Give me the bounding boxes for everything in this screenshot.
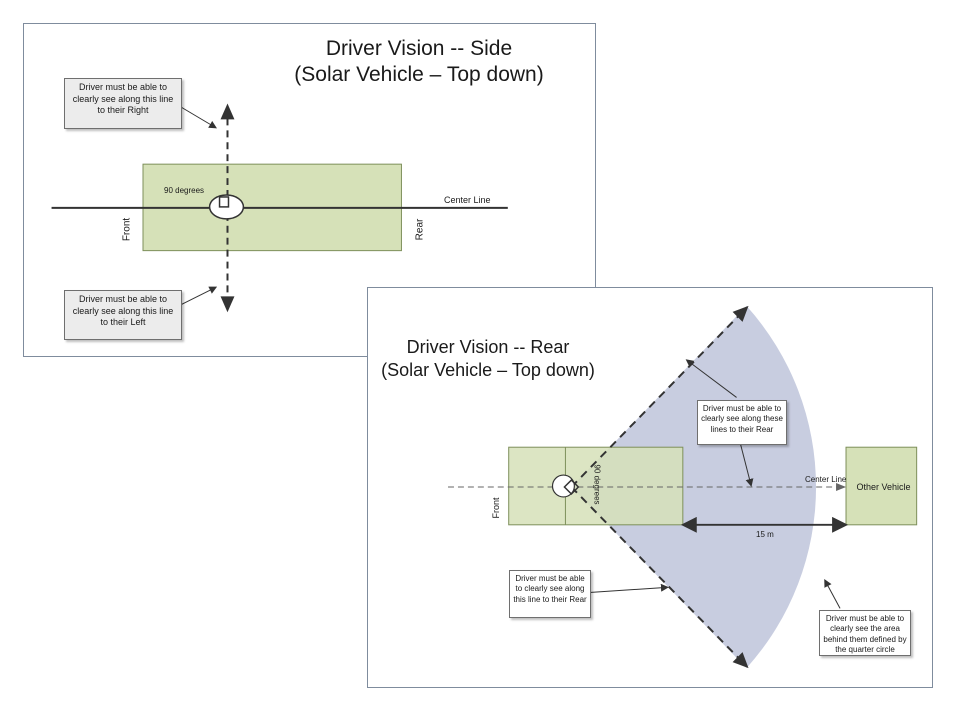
upper-arrow-head bbox=[732, 305, 749, 322]
rear-panel-title: Driver Vision -- Rear (Solar Vehicle – T… bbox=[368, 336, 608, 381]
side-rear-label: Rear bbox=[414, 218, 426, 241]
callout-rear-lines: Driver must be able to clearly see along… bbox=[697, 400, 787, 445]
side-panel-title: Driver Vision -- Side (Solar Vehicle – T… bbox=[254, 36, 584, 89]
lower-arrow-head bbox=[732, 652, 749, 669]
callout-left-visibility: Driver must be able to clearly see along… bbox=[64, 290, 182, 340]
side-center-line-label: Center Line bbox=[444, 195, 491, 205]
rear-title-line1: Driver Vision -- Rear bbox=[406, 337, 570, 357]
distance-label: 15 m bbox=[756, 530, 774, 539]
rear-angle-label: 90 degrees bbox=[592, 464, 602, 505]
angle-diamond bbox=[563, 478, 580, 496]
side-title-line1: Driver Vision -- Side bbox=[325, 37, 513, 60]
rear-vision-area bbox=[571, 305, 817, 669]
side-title-line2: (Solar Vehicle – Top down) bbox=[294, 63, 544, 87]
callout-circle-pointer bbox=[824, 579, 841, 609]
other-vehicle bbox=[845, 446, 918, 526]
side-front-label: Front bbox=[121, 217, 133, 242]
side-vision-diagram: Driver Vision -- Side (Solar Vehicle – T… bbox=[23, 23, 596, 357]
side-diagram-canvas bbox=[51, 103, 508, 313]
callout-right-pointer bbox=[181, 107, 217, 129]
callout-quarter-circle: Driver must be able to clearly see the a… bbox=[819, 610, 911, 656]
rear-center-line-label: Center Line bbox=[805, 475, 847, 484]
callout-lines-pointer-down bbox=[740, 444, 754, 487]
rear-front-label: Front bbox=[491, 497, 501, 519]
callout-left-pointer bbox=[181, 286, 218, 305]
right-angle-marker bbox=[218, 196, 230, 208]
side-angle-label: 90 degrees bbox=[164, 186, 205, 195]
rear-vision-diagram: Driver Vision -- Rear (Solar Vehicle – T… bbox=[367, 287, 933, 688]
arrow-down-head bbox=[220, 296, 235, 313]
rear-diagram-canvas bbox=[448, 305, 918, 669]
arrow-up-head bbox=[220, 103, 235, 120]
callout-line-pointer bbox=[589, 583, 669, 593]
callout-right-visibility: Driver must be able to clearly see along… bbox=[64, 78, 182, 129]
callout-rear-line: Driver must be able to clearly see along… bbox=[509, 570, 591, 618]
rear-title-line2: (Solar Vehicle – Top down) bbox=[381, 359, 595, 380]
other-vehicle-label: Other Vehicle bbox=[856, 482, 911, 492]
center-line-arrow-head bbox=[836, 483, 847, 491]
callout-lines-pointer-up bbox=[685, 359, 737, 398]
